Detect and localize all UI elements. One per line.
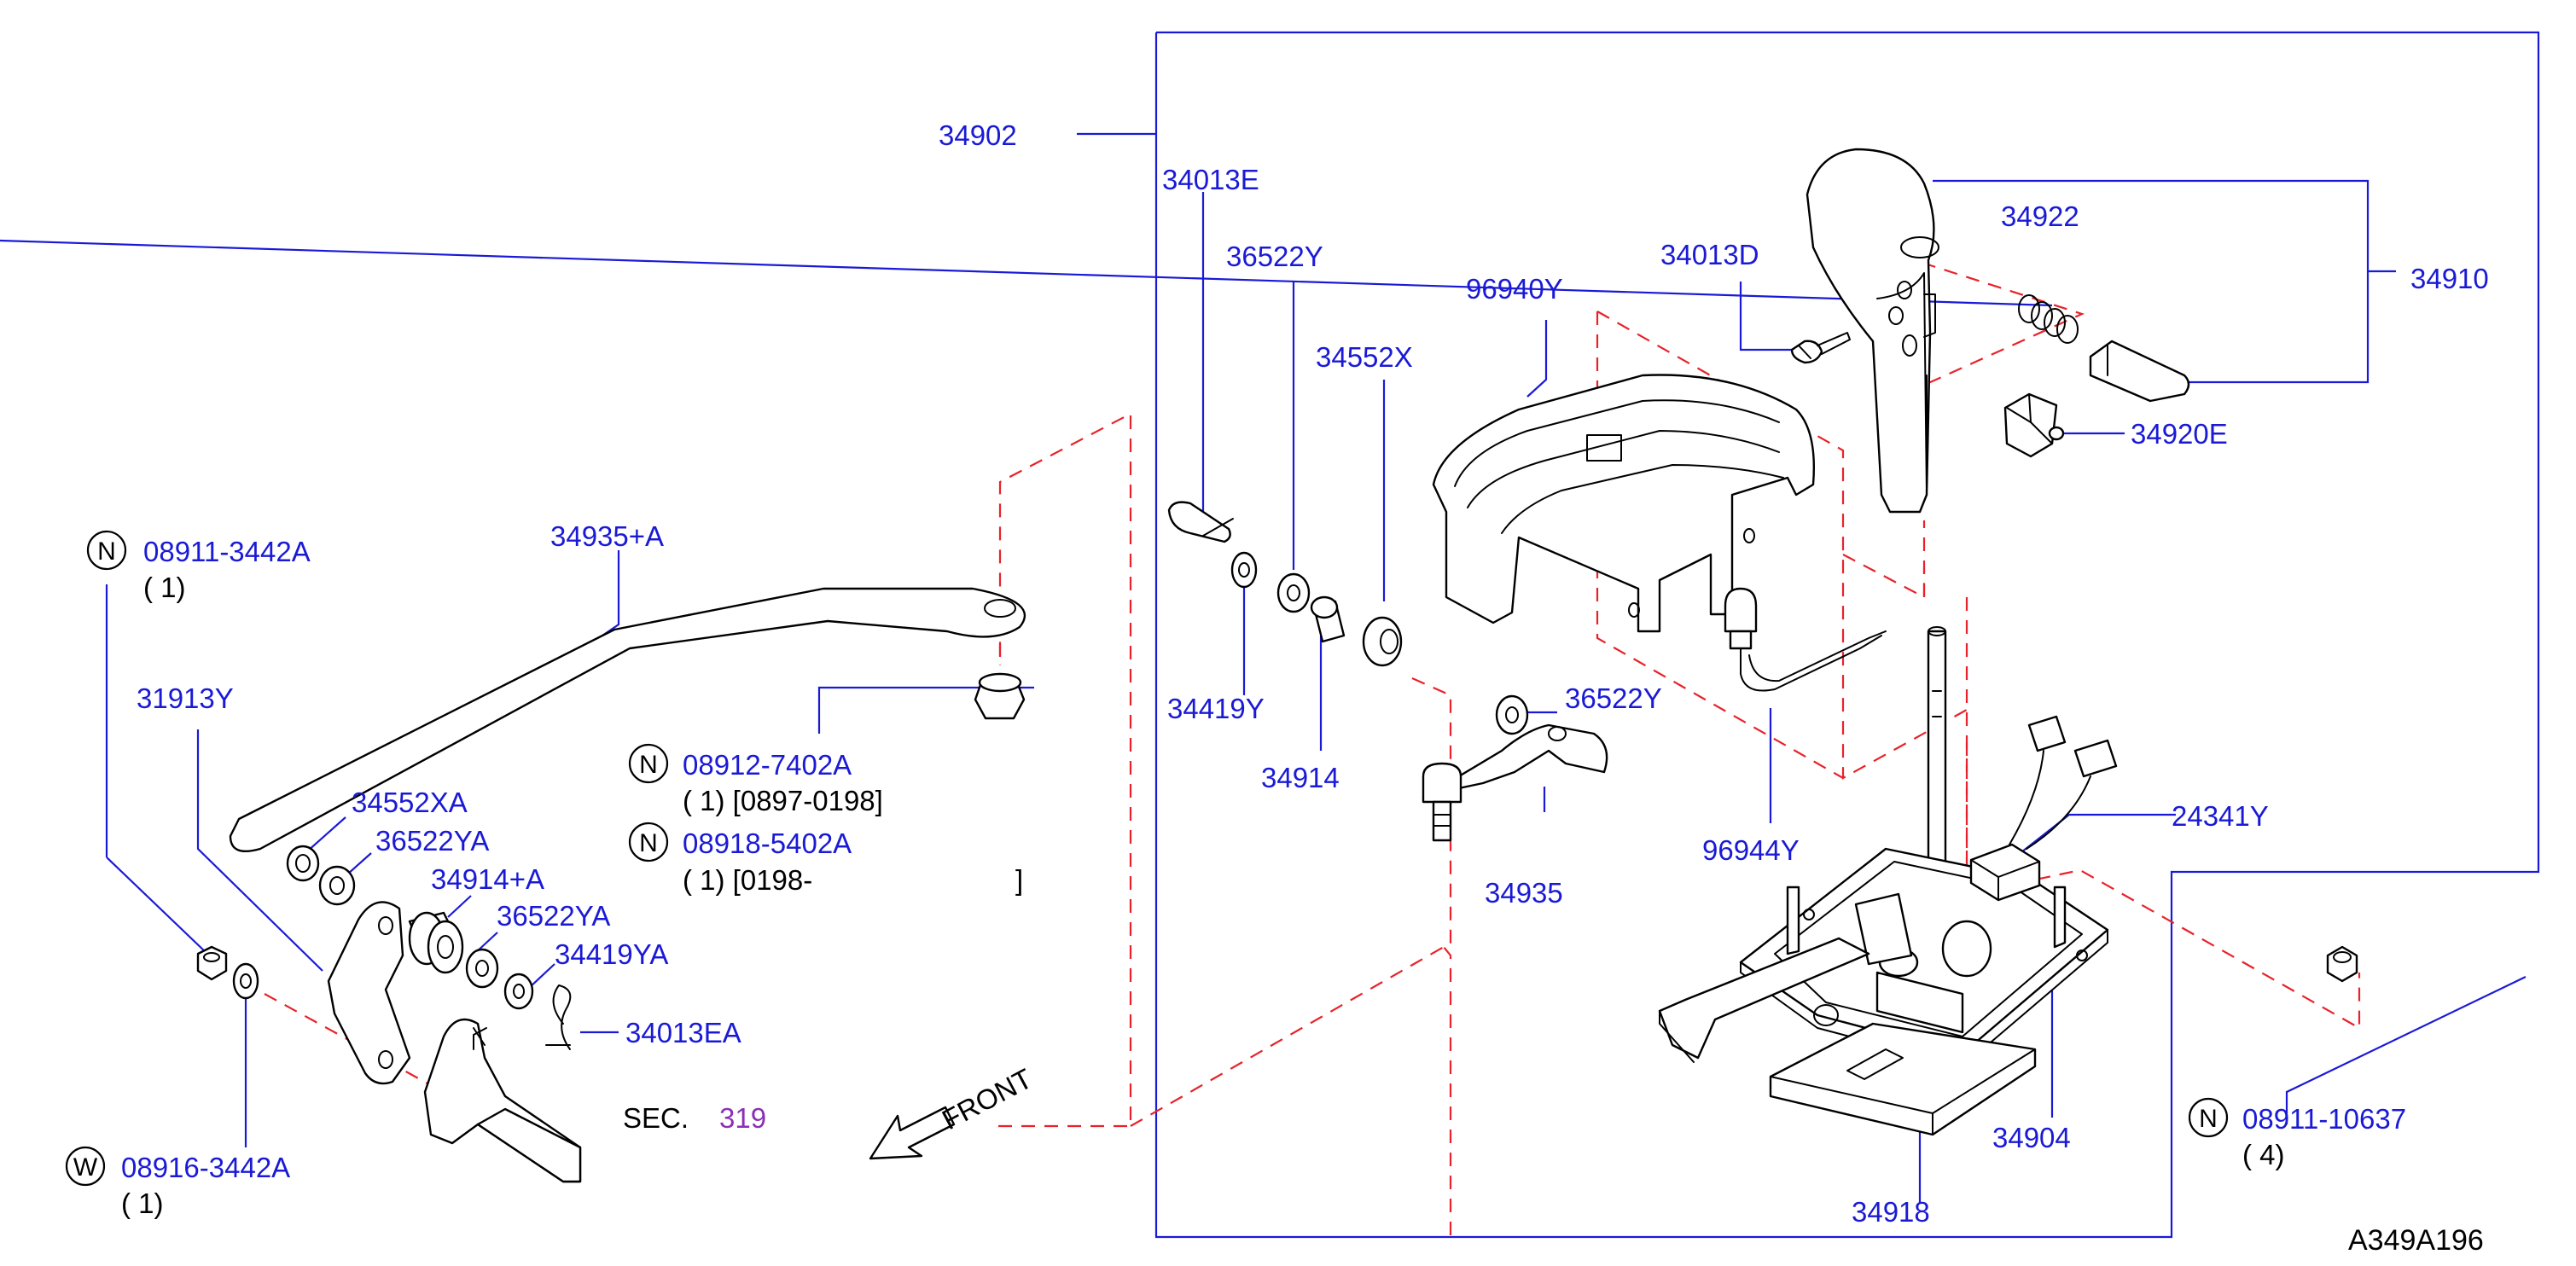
label-08911-3442a: 08911-3442A — [143, 536, 311, 567]
nut-08911-3442a — [196, 945, 228, 981]
label-sec: SEC. — [623, 1102, 689, 1134]
label-24341y: 24341Y — [2172, 800, 2269, 832]
label-34918: 34918 — [1852, 1196, 1930, 1228]
label-34920e: 34920E — [2131, 418, 2228, 450]
label-34914: 34914 — [1261, 762, 1340, 793]
screw-34013d — [1790, 332, 1851, 364]
symbol-n-08911-10637: N — [2188, 1097, 2229, 1138]
washer-34552xa — [286, 845, 320, 882]
label-34922: 34922 — [2001, 200, 2079, 232]
washer-36522ya — [318, 865, 356, 906]
cover-34920e — [2003, 392, 2065, 458]
svg-text:N: N — [639, 829, 658, 857]
spring-34922 — [2018, 294, 2079, 344]
symbol-n-08918-5402a: N — [628, 822, 669, 862]
washer-34419y — [1230, 551, 1258, 589]
bulb-96944y — [1724, 587, 1887, 692]
label-08916-3442a: 08916-3442A — [121, 1152, 290, 1183]
svg-text:N: N — [2199, 1105, 2218, 1133]
clip-34013e — [1167, 501, 1234, 543]
label-34552x: 34552X — [1316, 341, 1413, 373]
svg-text:N: N — [97, 537, 116, 566]
label-34904: 34904 — [1992, 1122, 2071, 1153]
washer-34419ya — [503, 973, 534, 1010]
control-device-34904 — [1739, 626, 2109, 1067]
label-36522ya-1: 36522YA — [375, 825, 489, 857]
sensor-24341y — [1969, 715, 2118, 902]
label-31913y: 31913Y — [137, 682, 234, 714]
label-front: FRONT — [937, 1062, 1038, 1135]
label-08918-5402a: 08918-5402A — [683, 828, 852, 859]
label-34935: 34935 — [1485, 877, 1563, 909]
qty-08912-7402a: ( 1) [0897-0198] — [683, 785, 883, 816]
bracket-31913y — [327, 901, 411, 1085]
svg-text:N: N — [639, 751, 658, 779]
washer-36522ya-2 — [465, 948, 499, 989]
pin-34013ea — [545, 984, 572, 1050]
washer-08916-3442a — [232, 962, 259, 1000]
button-34910 — [2089, 340, 2190, 403]
bushing-34914a — [408, 911, 464, 974]
label-34910: 34910 — [2410, 263, 2489, 294]
nut-08911-10637 — [2326, 945, 2358, 983]
label-sec-319: 319 — [719, 1102, 766, 1134]
front-arrow-icon — [869, 1106, 956, 1160]
label-34935a: 34935+A — [550, 520, 664, 552]
assembly-frame — [1154, 31, 2540, 1239]
symbol-n-08912-7402a: N — [628, 743, 669, 784]
label-34013d: 34013D — [1660, 239, 1759, 270]
leader-lines — [0, 179, 2527, 1203]
label-96944y: 96944Y — [1702, 834, 1800, 866]
label-36522ya-2: 36522YA — [497, 900, 610, 932]
qty-08916-3442a: ( 1) — [121, 1188, 164, 1219]
label-36522y-top: 36522Y — [1226, 241, 1323, 272]
lever-34935 — [1422, 723, 1608, 842]
bushing-34552x — [1362, 616, 1403, 667]
label-34552xa: 34552XA — [352, 787, 468, 818]
shift-rod-34935a — [229, 587, 1026, 853]
label-34419y: 34419Y — [1167, 693, 1265, 724]
label-34013e: 34013E — [1162, 164, 1259, 195]
qty-08918-5402a: ( 1) [0198- — [683, 864, 812, 896]
qty-08918-5402a-close: ] — [1015, 864, 1023, 896]
symbol-w-08916-3442a: W — [65, 1146, 106, 1187]
symbol-n-08911-3442a: N — [86, 530, 127, 571]
qty-08911-10637: ( 4) — [2242, 1139, 2285, 1170]
label-34914a: 34914+A — [431, 863, 544, 895]
qty-08911-3442a: ( 1) — [143, 572, 186, 603]
label-34013ea: 34013EA — [625, 1017, 741, 1048]
plate-34918 — [1769, 1022, 2037, 1136]
label-34902: 34902 — [939, 119, 1017, 151]
label-08911-10637: 08911-10637 — [2242, 1103, 2406, 1135]
indicator-cover-96940y — [1432, 374, 1815, 633]
diagram-id: A349A196 — [2348, 1224, 2484, 1257]
manual-shaft-sec319 — [423, 1018, 582, 1183]
washer-36522y-mid — [1495, 694, 1529, 735]
bushing-34914 — [1310, 595, 1346, 643]
svg-text:W: W — [73, 1153, 98, 1182]
label-96940y: 96940Y — [1466, 273, 1563, 305]
bushing-08912 — [974, 672, 1026, 720]
label-34419ya: 34419YA — [555, 938, 668, 970]
knob-34910 — [1806, 148, 1939, 514]
lever-plate — [1658, 937, 1870, 1063]
label-36522y-mid: 36522Y — [1565, 682, 1662, 714]
washer-36522y — [1276, 572, 1311, 613]
label-08912-7402a: 08912-7402A — [683, 749, 852, 781]
